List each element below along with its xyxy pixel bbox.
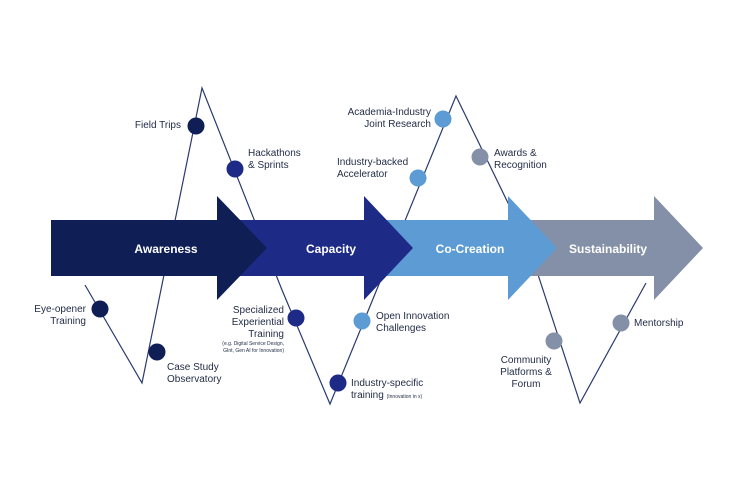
stage-label-co-creation: Co-Creation	[436, 242, 505, 256]
node-hackathons	[226, 160, 244, 178]
specialized-training-note-2: GInt, Gen AI for Innovation)	[223, 348, 284, 354]
node-academia-industry	[434, 110, 452, 128]
node-case-study	[148, 343, 166, 361]
node-field-trips	[187, 117, 205, 135]
label-case-study: Case Study Observatory	[167, 362, 222, 385]
node-awards	[471, 148, 489, 166]
stage-label-sustainability: Sustainability	[569, 242, 647, 256]
stage-label-capacity: Capacity	[306, 242, 356, 256]
label-academia-industry: Academia-Industry Joint Research	[347, 107, 431, 130]
label-open-innovation: Open Innovation Challenges	[376, 311, 450, 334]
label-hackathons: Hackathons & Sprints	[248, 148, 301, 171]
label-mentorship: Mentorship	[634, 318, 684, 329]
specialized-training-note: (e.g. Digital Service Design,	[222, 341, 284, 347]
stage-arrow-co-creation	[385, 196, 557, 300]
node-open-innovation	[353, 312, 371, 330]
node-specialized-training	[287, 309, 305, 327]
node-industry-specific-training	[329, 374, 347, 392]
node-community	[545, 332, 563, 350]
stage-label-awareness: Awareness	[134, 242, 197, 256]
label-community: Community Platforms & Forum	[500, 355, 552, 390]
node-mentorship	[612, 314, 630, 332]
label-field-trips: Field Trips	[134, 120, 181, 131]
node-industry-backed	[409, 169, 427, 187]
node-eye-opener	[91, 300, 109, 318]
stage-arrow-awareness	[51, 196, 267, 300]
zigzag-line	[84, 85, 647, 406]
label-eye-opener: Eye-opener Training	[34, 304, 86, 327]
label-specialized-training: Specialized Experiential Training (e.g. …	[170, 305, 284, 355]
industry-specific-note: (Innovation in x)	[386, 394, 423, 400]
stage-arrow-sustainability	[522, 196, 703, 300]
label-awards: Awards & Recognition	[494, 148, 547, 171]
stage-arrow-capacity	[235, 196, 413, 300]
label-industry-specific-training: Industry-specific training (Innovation i…	[351, 378, 424, 401]
label-industry-backed: Industry-backed Accelerator	[337, 157, 409, 180]
